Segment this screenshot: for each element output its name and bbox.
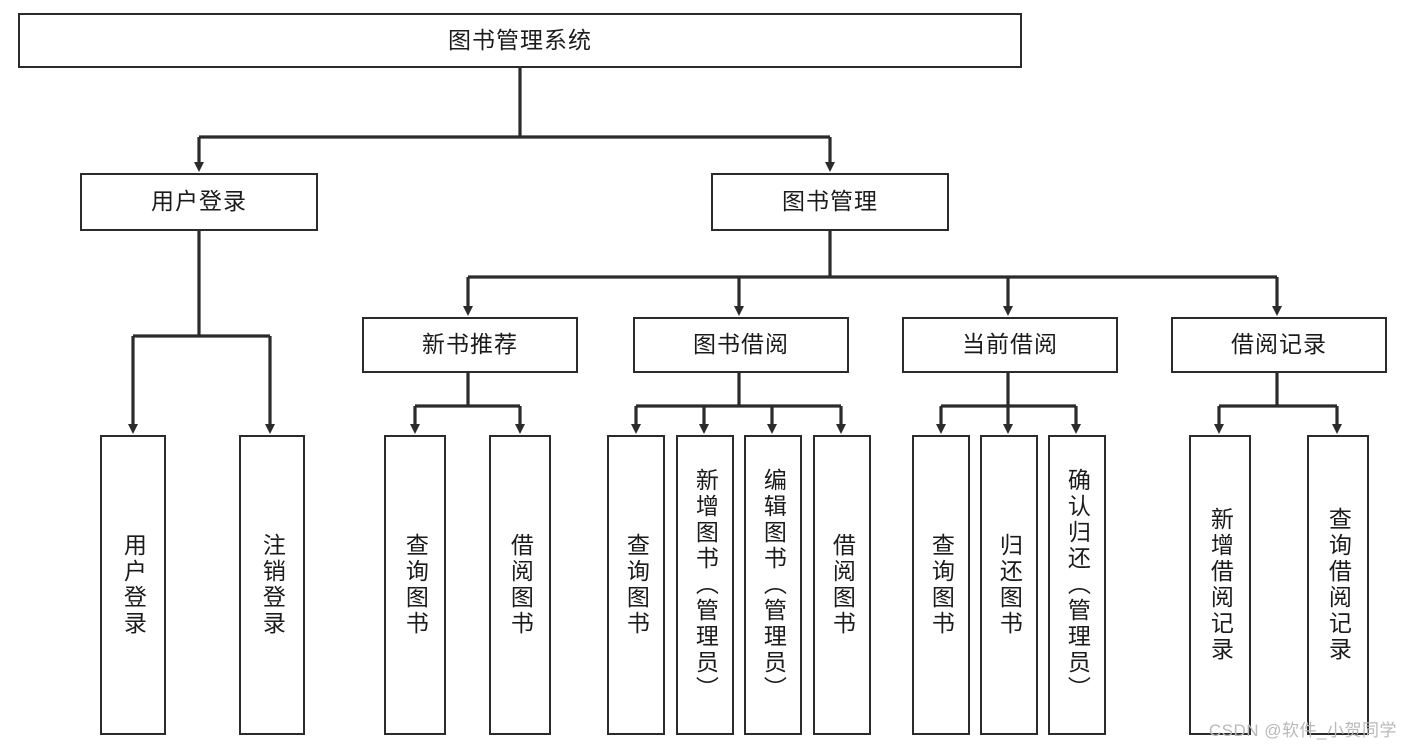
node-leaf-confirm-return-label: 确认归还（管理员） (1064, 468, 1091, 702)
node-current-borrow-label: 当前借阅 (962, 331, 1058, 358)
node-book-borrow-label: 图书借阅 (693, 331, 789, 358)
node-book-manage[interactable]: 图书管理 (711, 173, 949, 231)
node-leaf-query-book-1[interactable]: 查询图书 (384, 435, 446, 735)
node-user-login[interactable]: 用户登录 (80, 173, 318, 231)
node-leaf-logout[interactable]: 注销登录 (239, 435, 305, 735)
node-leaf-user-login[interactable]: 用户登录 (100, 435, 166, 735)
node-root[interactable]: 图书管理系统 (18, 13, 1022, 68)
node-leaf-query-book-2-label: 查询图书 (623, 533, 650, 637)
node-borrow-record-label: 借阅记录 (1231, 331, 1327, 358)
node-leaf-borrow-book-2[interactable]: 借阅图书 (813, 435, 871, 735)
node-leaf-add-book-label: 新增图书（管理员） (692, 468, 719, 702)
node-leaf-edit-book[interactable]: 编辑图书（管理员） (744, 435, 802, 735)
node-leaf-user-login-label: 用户登录 (120, 533, 147, 637)
node-root-label: 图书管理系统 (448, 26, 592, 53)
node-book-borrow[interactable]: 图书借阅 (633, 317, 849, 373)
node-leaf-query-book-2[interactable]: 查询图书 (607, 435, 665, 735)
node-leaf-query-record-label: 查询借阅记录 (1325, 507, 1352, 663)
node-leaf-borrow-book-1-label: 借阅图书 (507, 533, 534, 637)
node-leaf-return-book[interactable]: 归还图书 (980, 435, 1038, 735)
node-new-book-recommend-label: 新书推荐 (422, 331, 518, 358)
node-leaf-confirm-return[interactable]: 确认归还（管理员） (1048, 435, 1106, 735)
node-current-borrow[interactable]: 当前借阅 (902, 317, 1118, 373)
node-leaf-add-record[interactable]: 新增借阅记录 (1189, 435, 1251, 735)
node-leaf-edit-book-label: 编辑图书（管理员） (760, 468, 787, 702)
node-book-manage-label: 图书管理 (782, 188, 878, 215)
node-user-login-label: 用户登录 (151, 188, 247, 215)
node-leaf-query-book-1-label: 查询图书 (402, 533, 429, 637)
node-leaf-return-book-label: 归还图书 (996, 533, 1023, 637)
node-new-book-recommend[interactable]: 新书推荐 (362, 317, 578, 373)
node-leaf-borrow-book-2-label: 借阅图书 (829, 533, 856, 637)
node-leaf-query-book-3-label: 查询图书 (928, 533, 955, 637)
node-leaf-query-book-3[interactable]: 查询图书 (912, 435, 970, 735)
node-leaf-add-record-label: 新增借阅记录 (1207, 507, 1234, 663)
node-borrow-record[interactable]: 借阅记录 (1171, 317, 1387, 373)
node-leaf-logout-label: 注销登录 (259, 533, 286, 637)
node-leaf-query-record[interactable]: 查询借阅记录 (1307, 435, 1369, 735)
watermark: CSDN @软件_小贺同学 (1208, 721, 1397, 740)
node-leaf-borrow-book-1[interactable]: 借阅图书 (489, 435, 551, 735)
node-leaf-add-book[interactable]: 新增图书（管理员） (676, 435, 734, 735)
